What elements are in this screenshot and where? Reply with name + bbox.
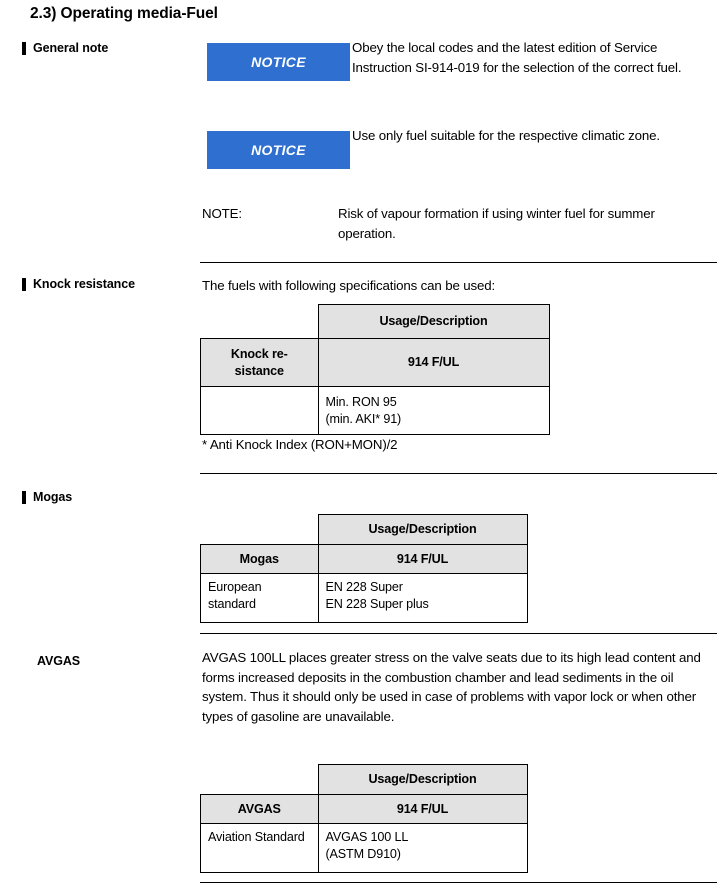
table-cell-right: Min. RON 95 (min. AKI* 91) <box>317 386 550 435</box>
table-row-header: Knock re-sistance <box>200 338 319 387</box>
table-row: Aviation Standard AVGAS 100 LL (ASTM D91… <box>200 823 528 873</box>
table-variant-header: 914 F/UL <box>317 338 550 387</box>
section-label-mogas: Mogas <box>33 490 73 504</box>
knock-resistance-table: Usage/Description Knock re-sistance 914 … <box>200 304 550 435</box>
notice-badge-2: NOTICE <box>207 131 350 169</box>
table-row: Min. RON 95 (min. AKI* 91) <box>200 386 550 435</box>
table-column-header: Usage/Description <box>317 514 528 545</box>
section-rule-bottom <box>200 882 717 883</box>
section-label-avgas: AVGAS <box>37 654 81 668</box>
section-label-general-note: General note <box>33 41 109 55</box>
table-column-header: Usage/Description <box>317 764 528 795</box>
section-marker-knock-resistance <box>22 278 26 291</box>
notice-badge-1: NOTICE <box>207 43 350 81</box>
table-cell-right: AVGAS 100 LL (ASTM D910) <box>317 823 528 873</box>
table-row: Knock re-sistance 914 F/UL <box>200 338 550 387</box>
table-variant-header: 914 F/UL <box>317 794 528 824</box>
table-row: Mogas 914 F/UL <box>200 544 528 574</box>
table-row: European standard EN 228 Super EN 228 Su… <box>200 573 528 623</box>
table-row-header: AVGAS <box>200 794 319 824</box>
mogas-table: Usage/Description Mogas 914 F/UL Europea… <box>200 514 528 623</box>
avgas-paragraph: AVGAS 100LL places greater stress on the… <box>202 650 701 724</box>
table-cell-right: EN 228 Super EN 228 Super plus <box>317 573 528 623</box>
table-row: Usage/Description <box>201 514 528 545</box>
table-row: Usage/Description <box>201 764 528 795</box>
table-corner-cell <box>201 515 319 545</box>
knock-resistance-footnote: * Anti Knock Index (RON+MON)/2 <box>202 437 398 452</box>
table-cell-left: Aviation Standard <box>200 823 319 873</box>
note-label: NOTE: <box>202 206 242 221</box>
note-text: Risk of vapour formation if using winter… <box>338 206 655 241</box>
table-variant-header: 914 F/UL <box>317 544 528 574</box>
page-title: 2.3) Operating media-Fuel <box>30 5 218 22</box>
section-rule-avgas <box>200 633 717 634</box>
table-row-header: Mogas <box>200 544 319 574</box>
knock-resistance-intro: The fuels with following specifications … <box>202 278 496 293</box>
notice-text-2: Use only fuel suitable for the respectiv… <box>352 128 660 143</box>
table-cell-left <box>200 386 319 435</box>
section-label-knock-resistance: Knock resistance <box>33 277 135 291</box>
table-corner-cell <box>201 765 319 795</box>
section-rule-knock-resistance <box>200 262 717 263</box>
table-corner-cell <box>201 305 319 339</box>
table-row: Usage/Description <box>201 304 550 339</box>
table-cell-left: European standard <box>200 573 319 623</box>
section-marker-mogas <box>22 491 26 504</box>
notice-text-1: Obey the local codes and the latest edit… <box>352 40 682 75</box>
table-row: AVGAS 914 F/UL <box>200 794 528 824</box>
section-marker-general-note <box>22 42 26 55</box>
table-column-header: Usage/Description <box>317 304 550 339</box>
avgas-table: Usage/Description AVGAS 914 F/UL Aviatio… <box>200 764 528 873</box>
section-rule-mogas <box>200 473 717 474</box>
